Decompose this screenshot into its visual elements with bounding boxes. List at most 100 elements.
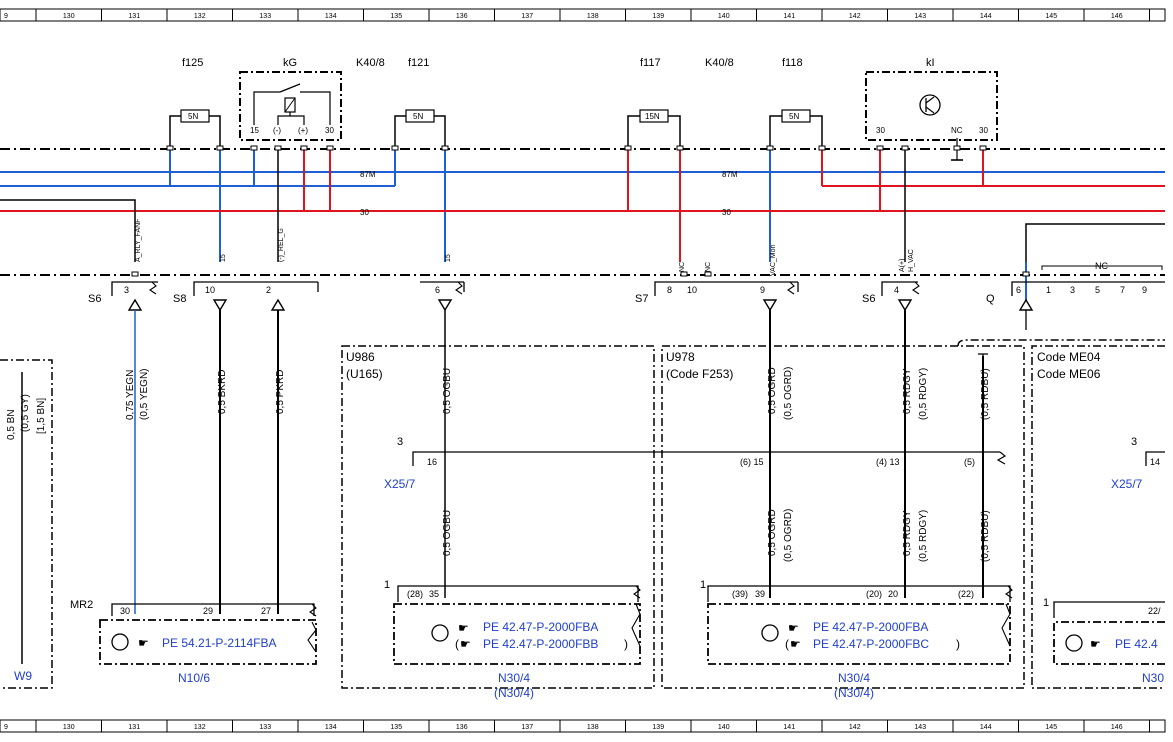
wire-tag: 15 — [220, 254, 227, 262]
link-n30-right[interactable]: N30 — [1142, 671, 1164, 685]
ruler-cell-134: 134 — [325, 13, 337, 20]
pin-number: 2 — [266, 285, 271, 295]
module-pin: 29 — [203, 606, 213, 616]
pin-number: 1 — [1046, 285, 1051, 295]
bus-30 — [0, 149, 1165, 262]
link-n10-6[interactable]: N10/6 — [178, 671, 210, 685]
wire-tag: NC — [705, 262, 712, 272]
ruler-cell-136: 136 — [456, 724, 468, 731]
lower-wires — [21, 310, 1027, 664]
terminal-tick — [704, 271, 712, 277]
terminal-tick — [250, 145, 258, 151]
fuse-rating: 5N — [413, 112, 423, 121]
terminal-tick — [441, 145, 449, 151]
paren-close: ) — [956, 637, 960, 651]
module-pin: 39 — [755, 589, 765, 599]
x25-pin: (6) 15 — [740, 457, 764, 467]
wire-label: 0,5 OGRD — [767, 509, 778, 556]
link-n30-4[interactable]: N30/4 — [498, 671, 530, 685]
relay-kg-label: kG — [283, 57, 297, 69]
x25-pin: 16 — [427, 457, 437, 467]
relay-kg: kG 15 (-) (+) 30 — [239, 57, 342, 141]
pin-number: 9 — [760, 285, 765, 295]
wire-label: 0,75 YEGN — [125, 370, 136, 420]
paren-open: ( — [785, 637, 789, 651]
terminal-tick — [216, 145, 224, 151]
ki-pin: 30 — [876, 126, 885, 135]
region-u978-alt: (Code F253) — [666, 367, 733, 381]
link-x25-7-right[interactable]: X25/7 — [1111, 477, 1143, 491]
terminal-tick — [326, 145, 334, 151]
connector-s7: S7 — [635, 293, 648, 305]
connector-s6-right: S6 — [862, 293, 875, 305]
wire-label: 0,5 RDGY — [902, 510, 913, 556]
link-n30-4-alt[interactable]: (N30/4) — [834, 686, 874, 700]
left-wire-alt: (0,5 GY) — [20, 394, 31, 432]
terminal-tick — [766, 145, 774, 151]
wire-tag: NC — [679, 262, 686, 272]
fuse-label: f121 — [408, 57, 429, 69]
module-n30-b: 1 (39) 39 (20) 20 (22) ☛ PE 42.47-P-2000… — [700, 579, 1011, 700]
link-pe-ref[interactable]: PE 54.21-P-2114FBA — [162, 636, 277, 650]
wire-tag: 15 — [445, 254, 452, 262]
connector-arrows — [127, 298, 1034, 312]
module-pin: (20) — [866, 589, 882, 599]
kg-pin: 15 — [250, 126, 259, 135]
link-x25-7[interactable]: X25/7 — [384, 477, 416, 491]
ruler-cell-145: 145 — [1045, 724, 1057, 731]
fuse-rating: 5N — [188, 112, 198, 121]
module-num: 1 — [700, 579, 706, 591]
pin-number: 8 — [667, 285, 672, 295]
wire-labels-upper: 0,75 YEGN (0,5 YEGN) 0,5 BKRD 0,5 PKRD 0… — [125, 367, 991, 420]
link-n30-4[interactable]: N30/4 — [838, 671, 870, 685]
left-wire-alt2: [1,5 BN] — [36, 398, 47, 434]
ruler-cell-135: 135 — [390, 13, 402, 20]
ruler-cell-141: 141 — [783, 724, 795, 731]
wire-label: 0,5 OGBU — [442, 368, 453, 414]
wire-label-alt: (0,5 OGRD) — [783, 509, 794, 562]
kg-pin: (-) — [273, 126, 281, 135]
terminal-tick — [818, 145, 826, 151]
wire-label-alt: (0,5 RDGY) — [918, 510, 929, 562]
terminal-tick — [300, 145, 308, 151]
wire-label: 0,5 RDGY — [902, 368, 913, 414]
left-wire-label: 0,5 BN — [6, 409, 17, 440]
link-pe-ref[interactable]: PE 42.47-P-2000FBA — [483, 620, 598, 634]
region-code-me04: Code ME04 — [1037, 350, 1101, 364]
fuse-label: f125 — [182, 57, 203, 69]
ruler-frame — [0, 719, 1166, 733]
wire-end-marker — [978, 353, 988, 362]
link-w9[interactable]: W9 — [14, 669, 32, 683]
module-pin: 20 — [888, 589, 898, 599]
module-n30-a: 1 (28) 35 ☛ PE 42.47-P-2000FBA ( ☛ PE 42… — [384, 579, 641, 700]
fuse-label: f118 — [782, 57, 803, 69]
ruler-cell-133: 133 — [259, 724, 271, 731]
fuse-rating: 15N — [645, 112, 660, 121]
wire-label: 0,5 BKRD — [217, 370, 228, 414]
terminal-tick — [901, 145, 909, 151]
module-pin: 35 — [429, 589, 439, 599]
module-n30-right: 1 22/ ☛ PE 42.4 N30 — [1043, 597, 1165, 685]
pin-number: 10 — [687, 285, 697, 295]
ruler-cell-138: 138 — [587, 13, 599, 20]
wire-label-alt: (0,5 RDGY) — [918, 368, 929, 420]
link-n30-4-alt[interactable]: (N30/4) — [494, 686, 534, 700]
link-pe-ref[interactable]: PE 42.47-P-2000FBC — [813, 637, 929, 651]
module-pin: (39) — [732, 589, 748, 599]
wire-label: 0,5 OGRD — [767, 367, 778, 414]
link-pe-ref[interactable]: PE 42.4 — [1115, 637, 1158, 651]
kg-pin: 30 — [325, 126, 334, 135]
wire-tag: A_RLY_FANF — [135, 219, 142, 262]
ruler-cell-140: 140 — [718, 724, 730, 731]
x25-num: 3 — [397, 436, 403, 448]
region-u986: U986 — [346, 350, 375, 364]
module-pin: 30 — [120, 606, 130, 616]
link-pe-ref[interactable]: PE 42.47-P-2000FBA — [813, 620, 928, 634]
link-pe-ref[interactable]: PE 42.47-P-2000FBB — [483, 637, 598, 651]
terminal-tick — [979, 145, 987, 151]
terminal-tick — [274, 145, 282, 151]
